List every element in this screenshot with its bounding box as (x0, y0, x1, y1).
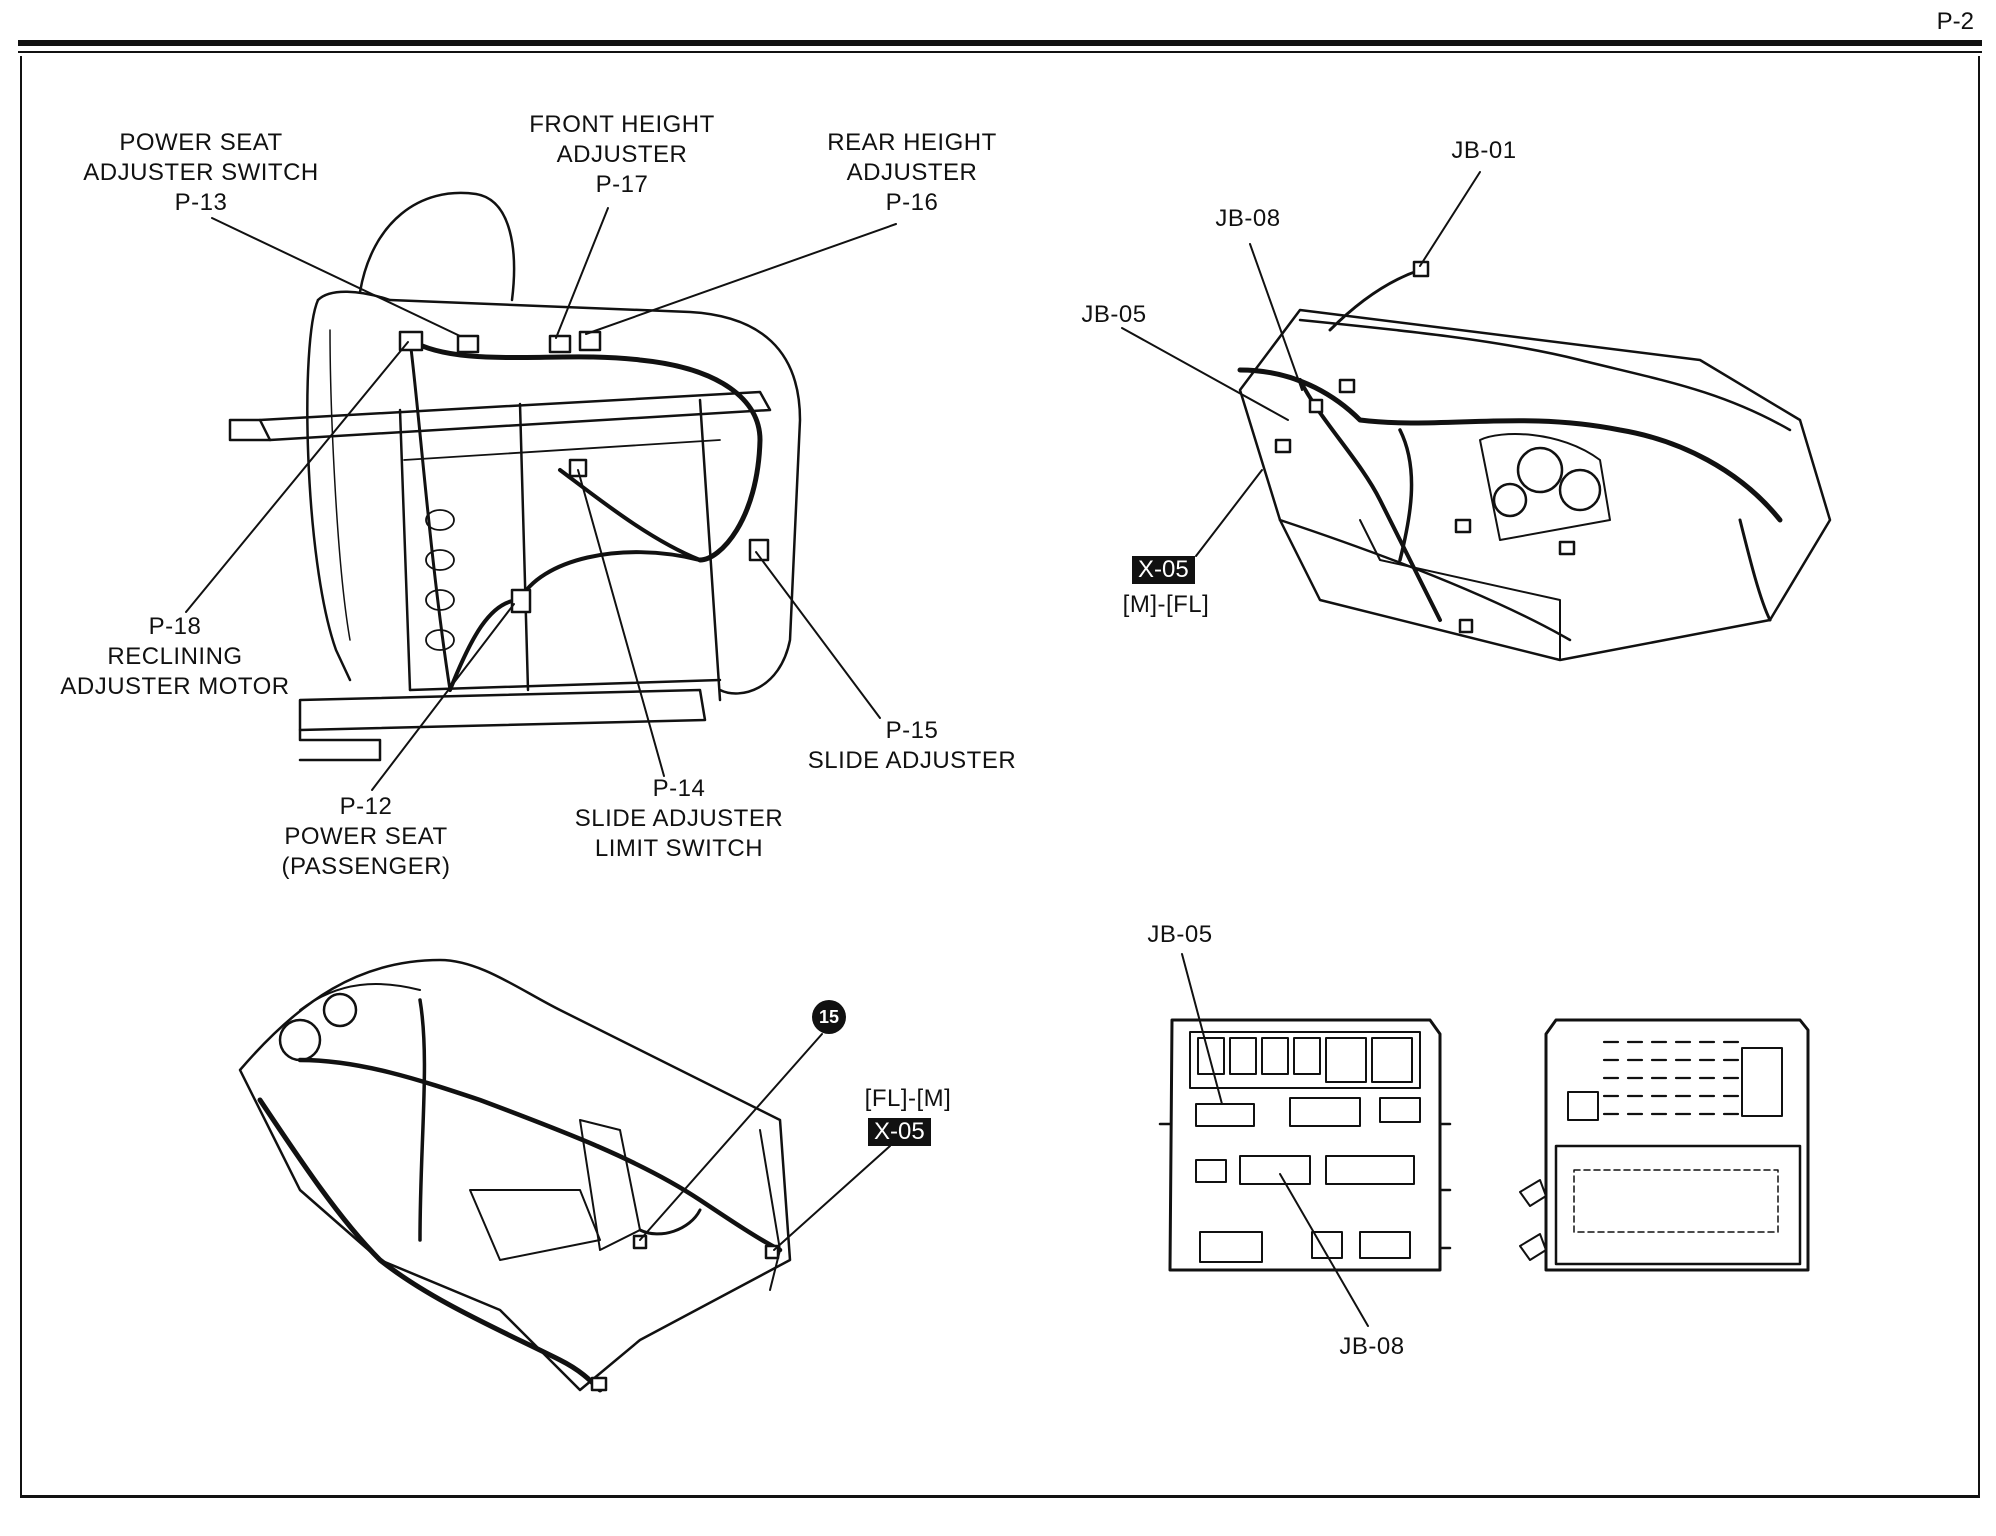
label-jb-08-dash: JB-08 (1215, 205, 1281, 232)
connector-spec-floor: [FL]-[M] (864, 1085, 952, 1112)
header-rule-thin (18, 51, 1982, 53)
dashboard-illustration (1237, 260, 1832, 662)
junction-block-front (1158, 1018, 1452, 1272)
jb-leader-lines (1181, 953, 1369, 1327)
label-jb-08-block: JB-08 (1339, 1333, 1405, 1360)
connector-spec-dash: [M]-[FL] (1122, 591, 1210, 618)
seat-illustration (228, 191, 802, 762)
label-jb-05-block: JB-05 (1147, 921, 1213, 948)
connector-code-x05-dash: X-05 (1132, 556, 1195, 584)
connector-code-x05-floor: X-05 (868, 1118, 931, 1146)
label-jb-05-dash: JB-05 (1081, 301, 1147, 328)
floor-leader-lines (639, 1033, 891, 1251)
seat-leader-lines (185, 207, 897, 791)
junction-block-rear (1519, 1018, 1810, 1272)
marker-15: 15 (812, 1000, 846, 1034)
diagram-frame (20, 56, 1980, 1498)
header-rule (18, 40, 1982, 46)
dash-leader-lines (1121, 171, 1481, 557)
floor-illustration (238, 958, 792, 1393)
label-jb-01: JB-01 (1451, 137, 1517, 164)
page-number: P-2 (1936, 8, 1974, 35)
